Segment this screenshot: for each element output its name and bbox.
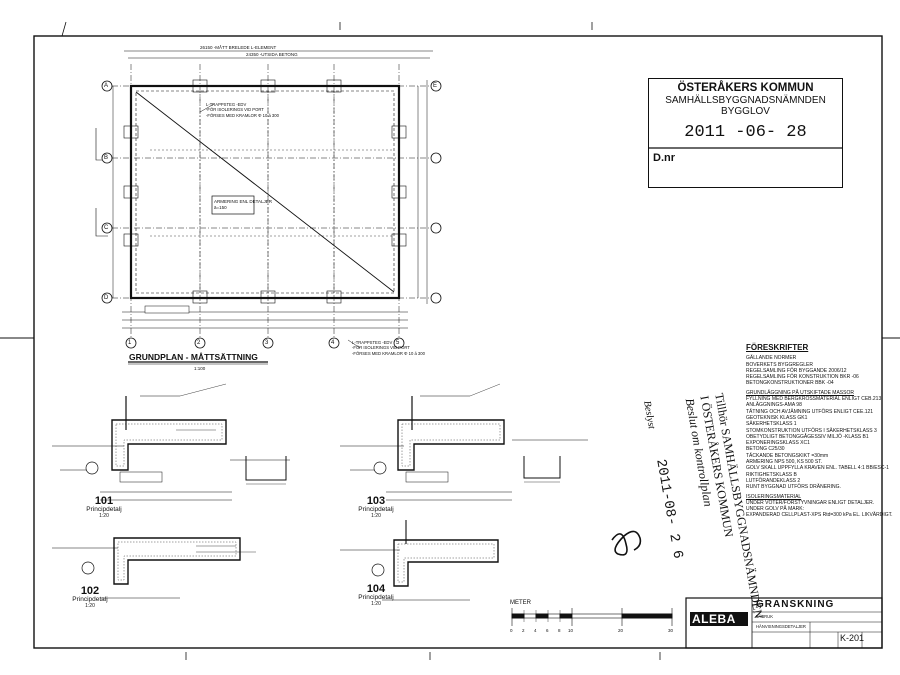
specification-line: GÄLLANDE NORMER — [746, 355, 797, 362]
specification-line: OBETYDLIGT BETONGGÅGESSIV MILJÖ -KLASS B… — [746, 433, 869, 440]
title-small-2: HÄNVISNINGSDETALJER — [756, 624, 806, 629]
specification-line: LUTFÖRANDEKLASS 2 — [746, 477, 801, 484]
plan-scale: 1:100 — [194, 366, 206, 371]
grid-label-1: 1 — [128, 340, 132, 346]
specification-line: UNDER GOLV PÅ MARK: — [746, 506, 804, 513]
plan-note-top: L-TRAPPSTEG -EDV -FÖR ISOLERINGS VID POR… — [206, 102, 279, 118]
detail-103-num: 103 — [366, 495, 386, 507]
scale-tick-10: 10 — [568, 628, 574, 633]
specification-line: REGELSAMLING FÖR BYGGANDE 2006/12 — [746, 367, 847, 374]
specification-line: GOLV SKALL UPPFYLLA KRAVEN ENL. TABELL 4… — [746, 465, 889, 472]
company-logo: ALEBA — [692, 612, 736, 626]
status-label: GRANSKNING — [756, 599, 835, 610]
specification-line: BOVERKETS BYGGREGLER — [746, 361, 813, 368]
grid-label-4: 4 — [331, 340, 335, 346]
detail-102-label: 102 Principdetalj 1:20 — [70, 586, 110, 609]
detail-101 — [52, 383, 290, 501]
detail-102-scale: 1:20 — [85, 602, 95, 609]
scale-tick-4: 4 — [534, 628, 537, 633]
specification-line: ARMERING NPS 500, KS 500 ST. — [746, 459, 823, 466]
specification-line: UNDER VOTER/FÖRSTYVNINGAR ENLIGT DETALJE… — [746, 499, 875, 506]
detail-104-label: 104 Principdetalj 1:20 — [356, 584, 396, 607]
specification-line: TÄCKANDE BETONGSKIKT =30mm — [746, 452, 829, 459]
detail-104 — [340, 520, 499, 601]
scale-tick-20: 20 — [618, 628, 624, 633]
drawing-number: K-201 — [840, 633, 865, 643]
stamp-date: 2011 -06- 28 — [684, 123, 807, 142]
scale-tick-0: 0 — [510, 628, 513, 633]
detail-103-caption: Principdetalj — [358, 506, 394, 513]
specification-line: EXPONERINGSKLASS XC1 — [746, 440, 810, 447]
detail-102-caption: Principdetalj — [72, 596, 108, 603]
detail-101-caption: Principdetalj — [86, 506, 122, 513]
specification-line: REGELSAMLING FÖR KONSTRUKTION BKR -06 — [746, 374, 859, 381]
signature — [611, 530, 642, 556]
specification-line: ISOLERINGSMATERIAL — [746, 493, 802, 500]
stamp-type: BYGGLOV — [721, 106, 770, 117]
title-small-1: TÄBRUK — [756, 614, 773, 619]
detail-102-num: 102 — [80, 585, 100, 597]
ground-plan — [95, 50, 433, 365]
detail-104-num: 104 — [366, 583, 386, 595]
plan-note-bottom: L-TRAPPSTEG -EDV -FÖR ISOLERINGS VID POR… — [352, 340, 425, 356]
specification-line: EXPANDERAD CELLPLAST-XPS Rtd=300 kPa EL.… — [746, 512, 893, 519]
scale-bar-label: METER — [510, 600, 531, 606]
dim-top: 26150 -MÅTT BRELEDE L-ELEMENT — [200, 45, 277, 50]
specification-line: RUNT BYGGNAD UTFÖRS DRÄNERING. — [746, 484, 841, 491]
scale-tick-30: 30 — [668, 628, 674, 633]
scale-bar — [511, 608, 673, 626]
detail-101-num: 101 — [94, 495, 114, 507]
detail-101-label: 101 Principdetalj 1:20 — [84, 496, 124, 519]
specification-line: RIKTIGHETSKLASS B — [746, 471, 797, 478]
detail-103-scale: 1:20 — [371, 512, 381, 519]
specifications-title: FÖRESKRIFTER — [746, 343, 809, 352]
detail-103-label: 103 Principdetalj 1:20 — [356, 496, 396, 519]
dim-top2: 24350 -UTSIDA BETONG — [246, 52, 298, 57]
stamp-dnr: D.nr — [653, 152, 675, 164]
grid-label-b: B — [104, 155, 109, 161]
scale-tick-6: 6 — [546, 628, 549, 633]
specification-line: SÄKERHETSKLASS 1 — [746, 421, 797, 428]
detail-103 — [340, 383, 588, 501]
stamp-board: SAMHÄLLSBYGGNADSNÄMNDEN — [665, 95, 826, 106]
specification-line: ANLÄGGNINGS-AMA 98 — [746, 402, 802, 409]
specification-line: GEOTEKNISK KLASS GK1 — [746, 414, 808, 421]
building-permit-stamp: ÖSTERÅKERS KOMMUN SAMHÄLLSBYGGNADSNÄMNDE… — [648, 78, 843, 188]
specification-line: BETONGKONSTRUKTIONER BBK -04 — [746, 380, 834, 387]
title-block — [685, 597, 883, 649]
specification-line: GRUNDLÄGGNING PÅ UTSKIFTADE MASSOR — [746, 389, 854, 396]
diagonal-note: ARMERING ENL DETALJER ä=150 — [214, 199, 273, 210]
plan-title: GRUNDPLAN - MÅTTSÄTTNING — [129, 352, 258, 362]
scale-tick-2: 2 — [522, 628, 525, 633]
detail-104-caption: Principdetalj — [358, 594, 394, 601]
grid-label-2: 2 — [197, 340, 201, 346]
grid-label-5: 5 — [396, 340, 400, 346]
detail-104-scale: 1:20 — [371, 600, 381, 607]
grid-label-e: E — [433, 83, 438, 89]
detail-102 — [52, 537, 256, 599]
detail-101-scale: 1:20 — [99, 512, 109, 519]
scale-tick-8: 8 — [558, 628, 561, 633]
specification-line: STOMKONSTRUKTION UTFÖRS I SÄKERHETSKLASS… — [746, 427, 877, 434]
grid-label-c: C — [104, 225, 109, 231]
grid-bubbles — [101, 80, 442, 349]
specification-line: BETONG C25/30 — [746, 446, 785, 453]
grid-label-3: 3 — [265, 340, 269, 346]
stamp-org: ÖSTERÅKERS KOMMUN — [677, 82, 814, 94]
specification-line: FYLLNING MED BERGKROSSMATERIAL ENLIGT CE… — [746, 396, 883, 403]
specification-line: TÄTNING OCH AVJÄMNING UTFÖRS ENLIGT CEE.… — [746, 408, 874, 415]
grid-label-a: A — [104, 83, 109, 89]
grid-label-d: D — [104, 295, 109, 301]
